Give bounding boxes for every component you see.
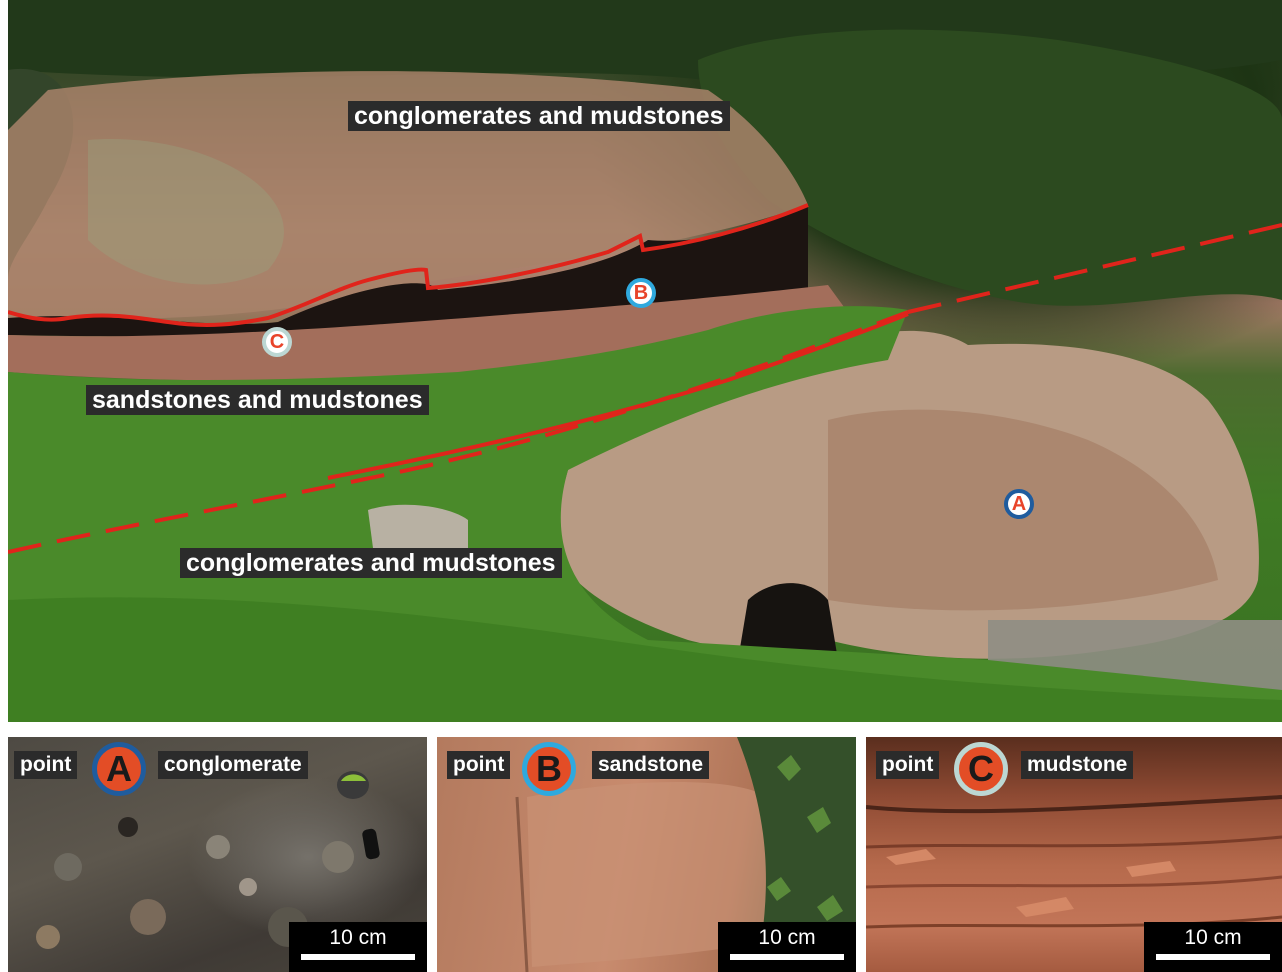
- label-upper-unit: conglomerates and mudstones: [348, 101, 730, 131]
- lower-contact-dashed-left: [8, 310, 909, 554]
- overhang-shadow: [8, 205, 808, 337]
- marker-point-c: C: [262, 327, 292, 357]
- panel-a-rock-label: conglomerate: [158, 751, 308, 779]
- panel-c-point-label: point: [876, 751, 940, 779]
- tree-canopy-right: [698, 29, 1282, 306]
- sandstone-texture: [515, 737, 856, 972]
- outcrop-photo: conglomerates and mudstones sandstones a…: [8, 0, 1282, 722]
- panel-a-scale-label: 10 cm: [329, 926, 387, 949]
- lower-contact-dashed-right: [907, 223, 1282, 314]
- cave-opening: [738, 583, 838, 660]
- panel-a-scale-bar: 10 cm: [289, 922, 427, 972]
- marker-point-a: A: [1004, 489, 1034, 519]
- panel-c-scale-line: [1156, 954, 1270, 960]
- panel-b-point-label: point: [447, 751, 511, 779]
- panel-b-scale-label: 10 cm: [758, 926, 816, 949]
- mudstone-texture: [866, 795, 1282, 947]
- lower-contact-solid: [327, 312, 909, 480]
- label-middle-unit: sandstones and mudstones: [86, 385, 429, 415]
- lichen-patch: [88, 139, 284, 285]
- panel-point-c: point C mudstone 10 cm: [866, 737, 1282, 972]
- panel-b-rock-label: sandstone: [592, 751, 710, 779]
- label-lower-unit: conglomerates and mudstones: [180, 548, 562, 578]
- panel-point-a: point A conglomerate 10 cm: [8, 737, 427, 972]
- panel-a-marker: A: [92, 742, 146, 796]
- conglomerate-texture: [36, 771, 380, 949]
- panel-c-scale-label: 10 cm: [1184, 926, 1242, 949]
- panel-c-marker: C: [954, 742, 1008, 796]
- marker-point-b: B: [626, 278, 656, 308]
- panel-c-rock-label: mudstone: [1021, 751, 1134, 779]
- panel-b-scale-bar: 10 cm: [718, 922, 856, 972]
- panel-a-point-label: point: [14, 751, 78, 779]
- foreground-vegetation: [8, 597, 1282, 722]
- panel-point-b: point B sandstone 10 cm: [437, 737, 856, 972]
- panel-c-scale-bar: 10 cm: [1144, 922, 1282, 972]
- panel-b-scale-line: [730, 954, 844, 960]
- panel-a-scale-line: [301, 954, 415, 960]
- upper-cliff-rock: [8, 71, 808, 320]
- panel-b-marker: B: [522, 742, 576, 796]
- small-boulder: [368, 504, 468, 562]
- upper-contact-line: [8, 203, 809, 327]
